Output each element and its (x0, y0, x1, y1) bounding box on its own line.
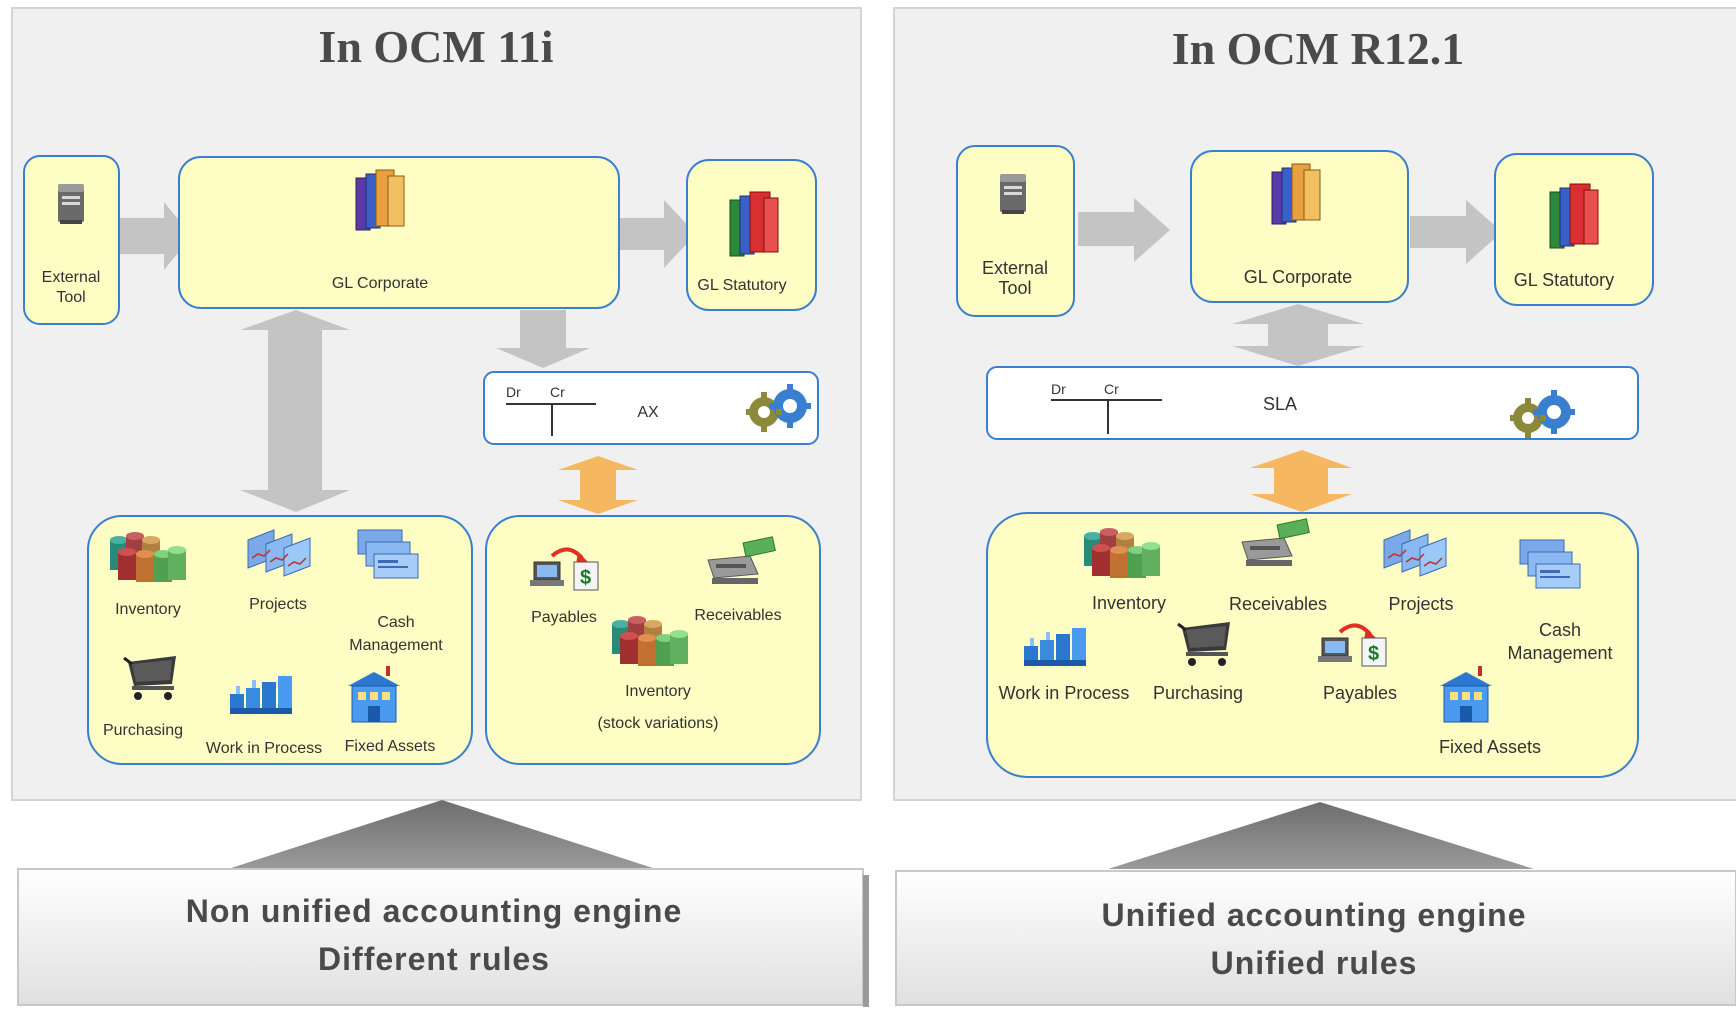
receivables-label: Receivables (694, 607, 781, 624)
server-icon (1000, 174, 1026, 214)
gl-statutory-label: GL Statutory (1514, 270, 1614, 290)
books-icon (729, 191, 779, 257)
cash-management-label-1: Cash (1539, 620, 1581, 640)
modules-box: Inventory Projects Cash Management Purch… (87, 515, 473, 765)
gl-statutory-box: GL Statutory (686, 159, 817, 311)
debit-label: Dr (1051, 381, 1066, 397)
books-icon (1271, 163, 1321, 225)
payables-label: Payables (1323, 683, 1397, 703)
ax-modules-box: Payables Receivables Inventory (stock va… (485, 515, 821, 765)
gl-corporate-box: GL Corporate (1190, 150, 1409, 303)
left-title: In OCM 11i (318, 21, 553, 72)
modules-box: Inventory Receivables Projects Cash Mana… (986, 512, 1639, 778)
projects-label: Projects (1388, 594, 1453, 614)
gl-corporate-box: GL Corporate (178, 156, 620, 309)
work-in-process-label: Work in Process (206, 740, 322, 757)
books-icon (1549, 183, 1599, 249)
debit-label: Dr (506, 384, 521, 400)
cash-management-label-2: Management (349, 637, 443, 654)
inventory-label: Inventory (1092, 593, 1166, 613)
external-tool-label-2: Tool (56, 289, 85, 306)
sla-label: SLA (1263, 394, 1297, 414)
ax-label: AX (637, 404, 659, 421)
ax-engine-box: Dr Cr AX (483, 371, 819, 445)
external-tool-label-1: External (42, 269, 101, 286)
credit-label: Cr (1104, 381, 1119, 397)
sla-modules-double-arrow (1250, 450, 1352, 512)
payables-label: Payables (531, 609, 597, 626)
receivables-label: Receivables (1229, 594, 1327, 614)
left-panel: In OCM 11i External Tool GL Corporate GL… (11, 7, 862, 801)
projects-label: Projects (249, 596, 307, 613)
cash-management-label-1: Cash (377, 614, 414, 631)
right-caption: Unified accounting engine Unified rules (895, 802, 1736, 1006)
external-tool-label-1: External (982, 258, 1048, 278)
purchasing-label: Purchasing (1153, 683, 1243, 703)
external-tool-label-2: Tool (998, 278, 1031, 298)
inventory-label: Inventory (115, 601, 181, 618)
purchasing-label: Purchasing (103, 722, 183, 739)
gl-to-statutory-arrow (620, 200, 696, 268)
cash-management-label-2: Management (1507, 643, 1612, 663)
sla-gl-double-arrow (1232, 304, 1364, 366)
modules-gl-double-arrow (240, 310, 350, 512)
external-to-gl-arrow (118, 202, 192, 270)
books-icon (355, 169, 405, 231)
external-tool-box: External Tool (956, 145, 1075, 317)
server-icon (58, 184, 84, 224)
ax-inventory-note: (stock variations) (598, 715, 719, 732)
gl-statutory-label: GL Statutory (697, 277, 786, 294)
external-to-gl-arrow (1078, 198, 1170, 262)
left-caption: Non unified accounting engine Different … (17, 800, 869, 1007)
work-in-process-label: Work in Process (999, 683, 1130, 703)
gl-statutory-box: GL Statutory (1494, 153, 1654, 306)
fixed-assets-label: Fixed Assets (1439, 737, 1541, 757)
left-caption-line-2: Different rules (318, 941, 550, 977)
gl-to-statutory-arrow (1410, 200, 1502, 264)
sla-engine-box: Dr Cr SLA (986, 366, 1639, 440)
credit-label: Cr (550, 384, 565, 400)
gl-corporate-label: GL Corporate (1244, 267, 1352, 287)
ax-inventory-label: Inventory (625, 683, 691, 700)
right-caption-line-1: Unified accounting engine (1101, 897, 1526, 933)
fixed-assets-label: Fixed Assets (345, 738, 436, 755)
ax-modules-double-arrow (558, 456, 638, 514)
right-caption-line-2: Unified rules (1211, 945, 1418, 981)
right-title: In OCM R12.1 (1172, 23, 1465, 74)
right-panel: In OCM R12.1 External Tool GL Corporate … (893, 7, 1736, 801)
gl-corporate-label: GL Corporate (332, 275, 428, 292)
left-caption-line-1: Non unified accounting engine (186, 893, 683, 929)
ax-to-gl-arrow (496, 310, 590, 368)
external-tool-box: External Tool (23, 155, 120, 325)
